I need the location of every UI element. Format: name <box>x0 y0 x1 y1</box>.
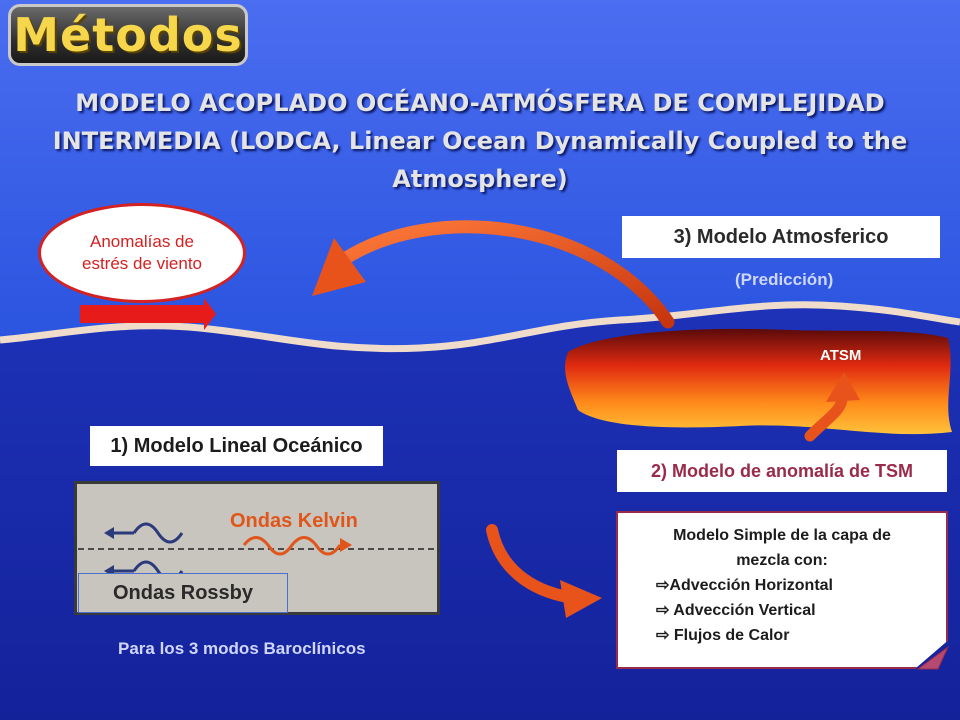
main-heading: MODELO ACOPLADO OCÉANO-ATMÓSFERA DE COMP… <box>20 84 940 198</box>
sea-surface <box>0 301 960 353</box>
atmos-model-label: 3) Modelo Atmosferico <box>622 216 940 258</box>
kelvin-wave <box>242 536 342 556</box>
atsm-label: ATSM <box>820 347 862 364</box>
heading-line-2: INTERMEDIA (LODCA, Linear Ocean Dynamica… <box>52 127 908 155</box>
title-badge: Métodos <box>8 4 248 66</box>
sst-model-label: 2) Modelo de anomalía de TSM <box>617 450 947 492</box>
rossby-waves-label: Ondas Rossby <box>78 573 288 613</box>
note-line-1: Modelo Simple de la capa de <box>673 527 891 544</box>
kelvin-waves-label: Ondas Kelvin <box>230 510 358 532</box>
note-folded-corner <box>916 645 950 670</box>
note-item-vertical-text: Advección Vertical <box>669 602 816 619</box>
note-item-vertical: ⇨ Advección Vertical <box>618 598 946 623</box>
heading-line-1: MODELO ACOPLADO OCÉANO-ATMÓSFERA DE COMP… <box>75 89 885 117</box>
rossby-wave-upper <box>132 522 184 544</box>
sst-anomaly-region <box>565 328 952 435</box>
slide-title: Métodos <box>13 8 243 62</box>
note-item-horizontal: ⇨Advección Horizontal <box>618 573 946 598</box>
arrow-right-outline-icon: ⇨ <box>656 602 670 619</box>
wind-stress-arrowhead <box>204 298 216 330</box>
baroclinic-modes-caption: Para los 3 modos Baroclínicos <box>118 639 366 658</box>
arrow-right-outline-icon: ⇨ <box>656 627 670 644</box>
prediction-caption: (Predicción) <box>735 270 834 289</box>
heading-line-3: Atmosphere) <box>392 165 568 193</box>
wind-stress-line-2: estrés de viento <box>81 254 202 273</box>
kelvin-arrowhead <box>340 538 352 552</box>
ocean-to-sst-arrowhead <box>560 580 602 618</box>
mixed-layer-note: Modelo Simple de la capa de mezcla con: … <box>616 511 948 669</box>
ocean-model-label: 1) Modelo Lineal Oceánico <box>90 426 383 466</box>
wind-stress-line-1: Anomalías de <box>90 232 194 251</box>
wind-stress-arrow <box>80 305 204 323</box>
wind-stress-bubble: Anomalías de estrés de viento <box>38 203 246 303</box>
arrow-right-outline-icon: ⇨ <box>656 577 670 594</box>
atmos-to-wind-arrowhead <box>312 238 366 296</box>
rossby-arrowhead-upper <box>104 527 114 539</box>
note-item-heat: ⇨ Flujos de Calor <box>618 623 946 648</box>
note-line-2: mezcla con: <box>736 552 828 569</box>
note-item-heat-text: Flujos de Calor <box>669 627 790 644</box>
note-item-horizontal-text: Advección Horizontal <box>669 577 833 594</box>
atmos-to-wind-arrow <box>333 220 675 329</box>
ocean-to-sst-arrow <box>486 524 574 603</box>
sst-to-atsm-arrowhead <box>826 372 860 402</box>
